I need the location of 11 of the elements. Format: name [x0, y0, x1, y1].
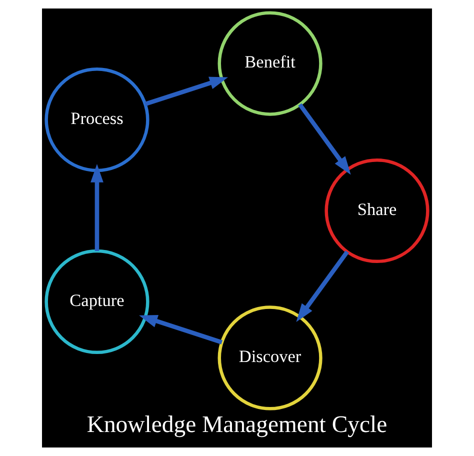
diagram-title: Knowledge Management Cycle [86, 412, 388, 438]
arrow [298, 103, 351, 175]
node-circle: Process [44, 67, 150, 172]
node-circle: Discover [218, 306, 322, 410]
node-circle: Benefit [218, 11, 322, 116]
arrow [90, 164, 104, 252]
node-circle: Capture [44, 249, 150, 354]
node-circle: Share [324, 158, 430, 264]
arrow [144, 76, 228, 106]
arrow [296, 250, 349, 322]
arrow [139, 314, 222, 344]
